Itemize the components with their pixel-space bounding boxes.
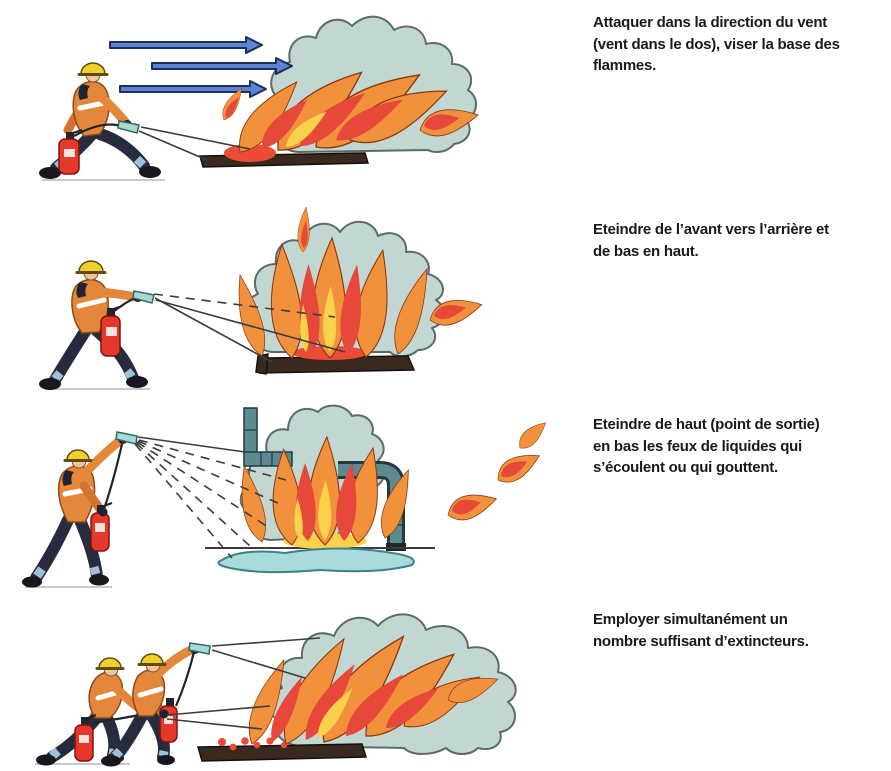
wind-arrows: [109, 36, 293, 98]
text-line: Employer simultanément un: [593, 611, 788, 628]
text-line: nombre suffisant d’extincteurs.: [593, 632, 809, 650]
spray-nozzle: [132, 290, 155, 304]
illustration-attack-downwind: [39, 15, 482, 181]
text-line: Attaquer dans la direction du vent: [593, 14, 828, 31]
text-line: s’écoulent ou qui gouttent.: [593, 459, 778, 476]
illustration-front-to-back: [39, 206, 486, 390]
firefighter: [39, 260, 155, 390]
extinguisher: [74, 713, 97, 762]
text-line: Eteindre de haut (point de sortie): [593, 416, 820, 433]
spray-nozzle: [117, 120, 140, 134]
text-line: de bas en haut.: [593, 242, 699, 260]
instruction-step-4: Employer simultanément un nombre suffisa…: [593, 609, 891, 652]
wind-arrow: [109, 36, 263, 54]
spray-jet-lines: [166, 637, 321, 730]
firefighter: [22, 431, 138, 588]
extinguisher: [100, 304, 123, 357]
spray-jet-lines: [134, 436, 287, 559]
firefighter: [39, 62, 165, 181]
liquid-pool: [217, 547, 415, 574]
ember-dots: [218, 737, 288, 751]
wind-arrow: [151, 57, 293, 75]
instruction-step-3: Eteindre de haut (point de sortie) en ba…: [593, 414, 891, 479]
text-line: en bas les feux de liquides qui: [593, 437, 802, 455]
text-line: (vent dans le dos), viser la base des: [593, 35, 840, 53]
fire-tray: [197, 743, 368, 762]
illustration-dripping-liquid-fire: [22, 404, 551, 588]
illustration-multiple-extinguishers: [35, 613, 517, 767]
ember-glow: [224, 144, 276, 162]
firefighter-front: [101, 642, 211, 767]
helmet: [66, 449, 90, 461]
instruction-step-1: Attaquer dans la direction du vent (vent…: [593, 12, 891, 77]
helmet: [80, 62, 106, 75]
spray-nozzle: [188, 642, 211, 655]
spray-jet-lines: [153, 293, 346, 363]
instruction-step-2: Eteindre de l’avant vers l’arrière et de…: [593, 219, 891, 262]
text-line: Eteindre de l’avant vers l’arrière et: [593, 221, 829, 238]
helmet: [98, 657, 122, 669]
helmet: [140, 653, 164, 665]
wind-arrow: [119, 80, 267, 98]
spray-jet-lines: [138, 126, 251, 161]
helmet: [78, 260, 104, 273]
extinguisher: [58, 128, 83, 175]
text-line: flammes.: [593, 57, 657, 74]
